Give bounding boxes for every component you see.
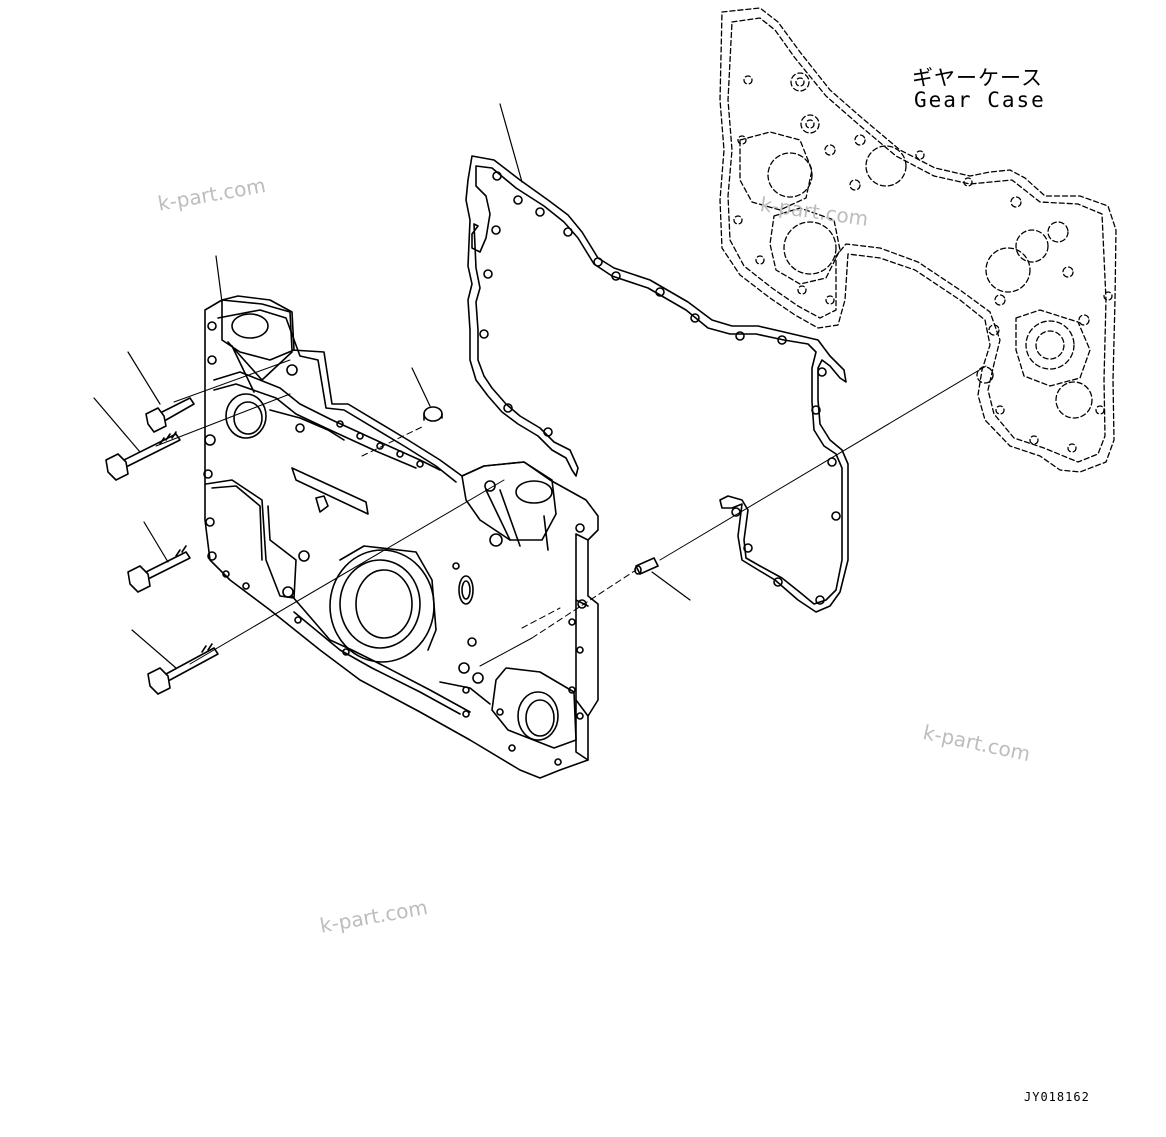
plug bbox=[423, 406, 443, 422]
gasket bbox=[465, 155, 849, 613]
bolt-2 bbox=[105, 431, 181, 481]
leader-lines bbox=[93, 103, 691, 669]
gear-case-label-english: Gear Case bbox=[914, 88, 1046, 112]
drawing-id: JY018162 bbox=[1024, 1090, 1090, 1104]
gear-case-label-japanese: ギヤーケース bbox=[912, 66, 1043, 90]
bolt-1 bbox=[145, 397, 195, 433]
gear-case-outline bbox=[719, 7, 1117, 473]
assembly-lines bbox=[155, 359, 987, 667]
bolt-4 bbox=[147, 643, 219, 695]
bolt-3 bbox=[127, 545, 191, 593]
dowel-pin bbox=[634, 557, 659, 575]
front-cover bbox=[203, 295, 599, 779]
